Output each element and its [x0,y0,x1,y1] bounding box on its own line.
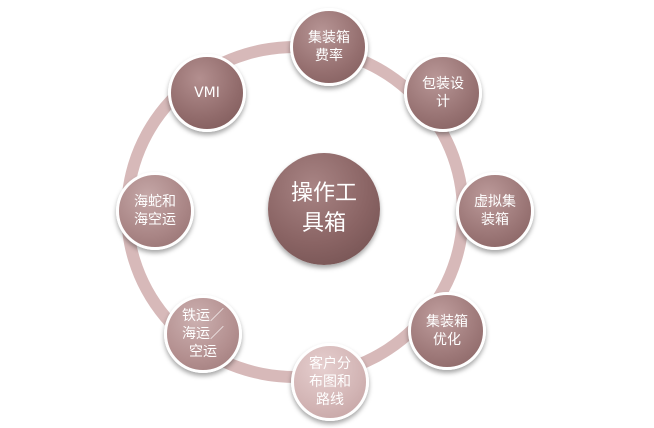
node-label: 海蛇和 海空运 [134,194,176,228]
node-virtual-container: 虚拟集 装箱 [456,172,534,250]
node-label: VMI [194,85,220,101]
center-node-toolbox: 操作工 具箱 [268,153,380,265]
node-customer-distribution-routes: 客户分 布图和 路线 [291,343,369,421]
node-label: 集装箱 优化 [426,314,468,348]
node-label: 客户分 布图和 路线 [309,356,351,408]
node-packaging-design: 包装设 计 [404,54,482,132]
node-rail-sea-air: 铁运／ 海运／ 空运 [164,295,242,373]
node-label: 铁运／ 海运／ 空运 [182,308,224,360]
node-vmi: VMI [168,54,246,132]
node-label: 虚拟集 装箱 [474,194,516,228]
node-container-rates: 集装箱 费率 [290,8,368,86]
node-label: 包装设 计 [422,76,464,110]
node-sea-air-transport: 海蛇和 海空运 [116,172,194,250]
node-label: 集装箱 费率 [308,30,350,64]
node-container-optimization: 集装箱 优化 [408,292,486,370]
center-node-label: 操作工 具箱 [290,181,357,236]
